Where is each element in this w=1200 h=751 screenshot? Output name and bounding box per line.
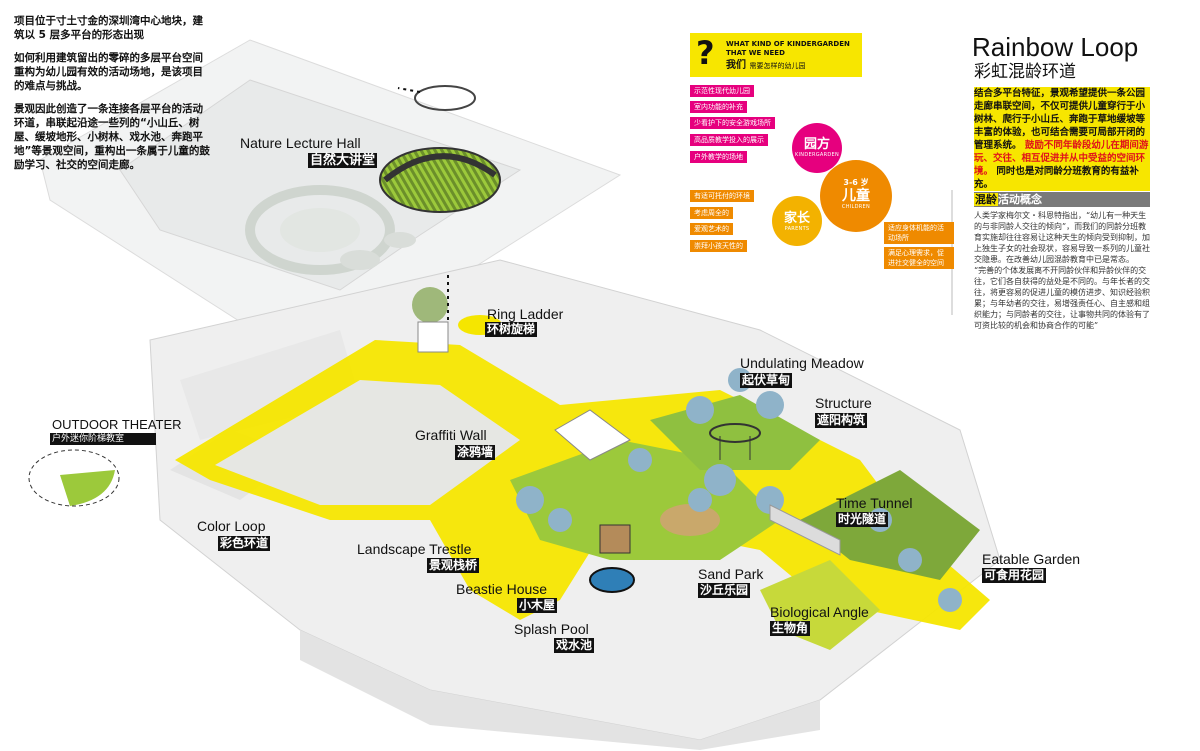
intro-paragraph-2: 如何利用建筑留出的零碎的多层平台空间重构为幼儿园有效的活动场地，是该项目的难点与…	[14, 52, 203, 92]
circle-children-cn: 儿童	[842, 188, 870, 204]
need-pink-4: 高品质教学投入的展示	[690, 134, 768, 146]
circle-children: 3-6 岁 儿童 CHILDREN	[820, 160, 892, 232]
circle-children-en: CHILDREN	[841, 204, 871, 210]
outdoor-theater-drawing	[28, 449, 120, 507]
rainbow-title-cn: 彩虹混龄环道	[974, 62, 1076, 82]
label-ring-ladder-cn: 环树旋梯	[485, 322, 538, 337]
rainbow-body-black: 结合多平台特征，景观希望提供一条公园走廊串联空间，不仅可提供儿童穿行于小树林、爬…	[974, 88, 1146, 151]
intro-text: 项目位于寸土寸金的深圳湾中心地块，建筑以 5 层多平台的形态出现 如何利用建筑留…	[14, 14, 210, 181]
concept-rest: 活动概念	[998, 193, 1042, 206]
concept-highlight: 混龄	[974, 193, 998, 206]
intro-paragraph-3: 景观因此创造了一条连接各层平台的活动环道，串联起沿途一些列的“小山丘、树屋、缓坡…	[14, 103, 210, 171]
circle-children-age: 3-6 岁	[843, 178, 869, 187]
circle-parents: 家长 PARENTS	[772, 196, 822, 246]
nature-lecture-hall-drawing	[379, 85, 501, 213]
question-box: ? WHAT KIND OF KINDERGARDEN THAT WE NEED…	[690, 33, 862, 77]
label-biological-angle-cn: 生物角	[770, 621, 811, 636]
label-sand-park-en: Sand Park	[698, 566, 764, 582]
label-sand-park-cn: 沙丘乐园	[698, 583, 751, 598]
circle-kindergarten: 园方 KINDERGARDEN	[792, 123, 842, 173]
label-eatable-garden-en: Eatable Garden	[982, 551, 1081, 567]
label-undulating-meadow-en: Undulating Meadow	[740, 355, 864, 371]
label-ring-ladder-en: Ring Ladder	[487, 306, 564, 322]
label-nature-lecture-hall-en: Nature Lecture Hall	[240, 135, 361, 151]
label-graffiti-wall-en: Graffiti Wall	[415, 427, 487, 443]
label-graffiti-wall-cn: 涂鸦墙	[455, 445, 496, 460]
question-cn: 我们 需要怎样的幼儿园	[726, 60, 805, 72]
label-landscape-trestle-cn: 景观栈桥	[427, 558, 480, 573]
rainbow-body-end: 同时也是对同龄分班教育的有益补充。	[974, 166, 1139, 190]
need-orange-left-1: 有适可托付的环境	[690, 190, 754, 202]
structures	[417, 321, 841, 556]
rainbow-body-red: 鼓励不同年龄段幼儿在期间游玩、交往、相互促进并从中受益的空间环境。	[974, 140, 1149, 177]
label-structure-cn: 遮阳构筑	[815, 413, 868, 428]
label-time-tunnel-cn: 时光隧道	[836, 512, 889, 527]
essay-block: 人类学家梅尔文・科恩特指出，“幼儿有一种天生的与非同龄人交往的倾向”，而我们的同…	[974, 210, 1150, 331]
question-en-line1: WHAT KIND OF KINDERGARDEN	[726, 40, 850, 48]
connector-lines	[397, 87, 449, 320]
label-time-tunnel-en: Time Tunnel	[836, 495, 913, 511]
label-color-loop-cn: 彩色环道	[218, 536, 271, 551]
circle-parents-en: PARENTS	[784, 226, 810, 232]
circle-kindergarten-en: KINDERGARDEN	[794, 152, 840, 158]
need-orange-right-1: 适应身体机能的活动场所	[884, 222, 954, 244]
label-nature-lecture-hall-cn: 自然大讲堂	[308, 153, 378, 168]
question-en-line2: THAT WE NEED	[726, 49, 785, 57]
tree-cluster	[412, 287, 962, 612]
label-splash-pool-en: Splash Pool	[514, 621, 589, 637]
need-pink-5: 户外教学的场地	[690, 151, 747, 163]
need-orange-left-2: 考虑周全的	[690, 207, 733, 219]
concept-bar: 混龄活动概念	[974, 192, 1150, 207]
circle-parents-cn: 家长	[783, 211, 810, 226]
rainbow-body: 结合多平台特征，景观希望提供一条公园走廊串联空间，不仅可提供儿童穿行于小树林、爬…	[974, 87, 1150, 191]
essay-paragraph-2: “完善的个体发展离不开同龄伙伴和异龄伙伴的交往，它们各自获得的益处是不同的。与年…	[974, 266, 1150, 330]
label-beastie-house-cn: 小木屋	[517, 598, 558, 613]
question-cn-small: 需要怎样的幼儿园	[749, 62, 806, 70]
label-splash-pool-cn: 戏水池	[554, 638, 595, 653]
upper-floor-plate	[39, 39, 622, 361]
need-pink-2: 室内功能的补充	[690, 101, 747, 113]
circle-kindergarten-cn: 园方	[803, 137, 830, 152]
need-pink-1: 示范性现代幼儿园	[690, 85, 754, 97]
label-structure-en: Structure	[815, 395, 872, 411]
need-orange-right-2: 满足心理需求，促进社交健全的空间	[884, 247, 954, 269]
label-outdoor-theater-cn: 户外迷你阶梯教室	[50, 433, 156, 445]
need-orange-left-3: 爱观艺术的	[690, 223, 733, 235]
question-cn-big: 我们	[726, 60, 746, 71]
rainbow-title-en: Rainbow Loop	[972, 32, 1139, 62]
intro-paragraph-1: 项目位于寸土寸金的深圳湾中心地块，建筑以 5 层多平台的形态出现	[14, 15, 203, 41]
label-eatable-garden-cn: 可食用花园	[982, 568, 1047, 583]
label-outdoor-theater-en: OUTDOOR THEATER	[52, 417, 182, 432]
need-orange-left-4: 崇拜小孩天性的	[690, 240, 747, 252]
label-beastie-house-en: Beastie House	[456, 581, 548, 597]
label-landscape-trestle-en: Landscape Trestle	[357, 541, 472, 557]
essay-paragraph-1: 人类学家梅尔文・科恩特指出，“幼儿有一种天生的与非同龄人交往的倾向”，而我们的同…	[974, 211, 1150, 264]
label-biological-angle-en: Biological Angle	[770, 604, 869, 620]
need-pink-3: 少看护下的安全游戏场所	[690, 117, 775, 129]
question-mark: ?	[696, 34, 715, 72]
label-color-loop-en: Color Loop	[197, 518, 266, 534]
label-undulating-meadow-cn: 起伏草甸	[740, 373, 793, 388]
